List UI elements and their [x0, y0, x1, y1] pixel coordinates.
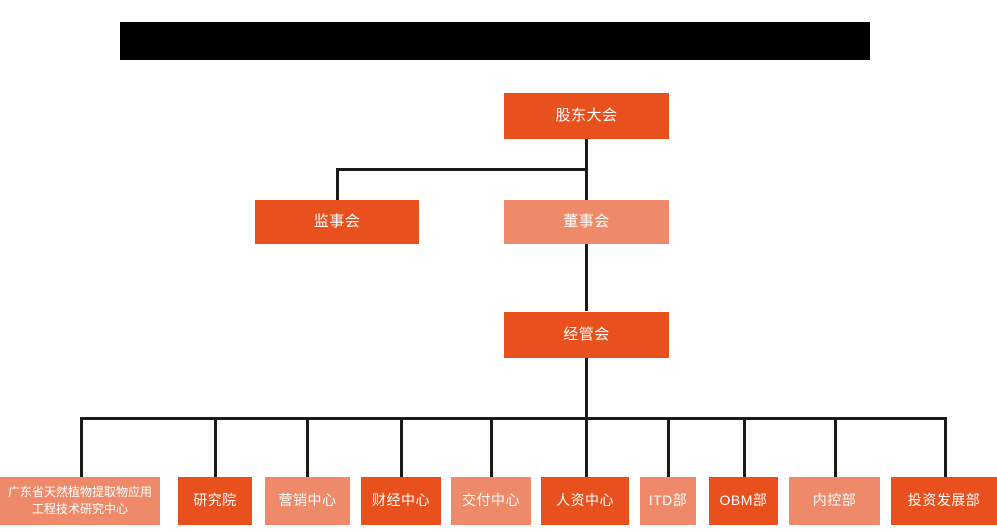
node-dept-itd[interactable]: ITD部: [640, 477, 696, 525]
node-label: 广东省天然植物提取物应用工程技术研究中心: [7, 484, 152, 516]
connector-drop-dept-7: [667, 417, 670, 477]
connector-drop-dept-10: [944, 417, 947, 477]
node-label: 监事会: [313, 213, 361, 231]
node-label: 研究院: [193, 492, 237, 509]
node-dept-marketing[interactable]: 营销中心: [265, 477, 350, 525]
connector-drop-dept-4: [400, 417, 403, 477]
connector-drop-dept-8: [743, 417, 746, 477]
node-shareholders-meeting[interactable]: 股东大会: [504, 93, 669, 139]
connector-drop-dept-5: [490, 417, 493, 477]
node-management-committee[interactable]: 经管会: [504, 312, 669, 358]
node-board-of-supervisors[interactable]: 监事会: [255, 200, 419, 244]
node-label: 投资发展部: [907, 492, 981, 509]
node-label: 内控部: [812, 492, 857, 509]
connector-drop-dept-6: [585, 417, 588, 477]
connector-drop-directors: [585, 168, 588, 200]
node-dept-hr[interactable]: 人资中心: [541, 477, 629, 525]
redacted-title-bar: [120, 22, 870, 60]
connector-level2-bus: [336, 168, 588, 171]
node-dept-delivery[interactable]: 交付中心: [451, 477, 531, 525]
node-label: 交付中心: [462, 492, 520, 509]
node-label: 人资中心: [556, 492, 614, 509]
node-dept-research-institute[interactable]: 研究院: [178, 477, 252, 525]
node-dept-investment[interactable]: 投资发展部: [891, 477, 997, 525]
node-dept-finance[interactable]: 财经中心: [361, 477, 441, 525]
node-label: OBM部: [719, 492, 768, 509]
node-board-of-directors[interactable]: 董事会: [504, 200, 669, 244]
node-label: 营销中心: [278, 492, 337, 509]
connector-management-stem: [585, 358, 588, 420]
connector-department-bus: [80, 417, 945, 420]
node-label: 董事会: [563, 213, 610, 231]
node-label: 经管会: [563, 326, 610, 344]
connector-shareholders-stem: [585, 139, 588, 170]
node-label: 股东大会: [555, 107, 618, 125]
node-dept-internal-control[interactable]: 内控部: [789, 477, 880, 525]
connector-drop-supervisors: [336, 168, 339, 200]
connector-directors-to-management: [585, 243, 588, 311]
node-label: ITD部: [648, 492, 688, 509]
connector-drop-dept-1: [80, 417, 83, 477]
connector-drop-dept-3: [306, 417, 309, 477]
connector-drop-dept-2: [214, 417, 217, 477]
connector-drop-dept-9: [834, 417, 837, 477]
node-dept-obm[interactable]: OBM部: [709, 477, 778, 525]
node-dept-research-center[interactable]: 广东省天然植物提取物应用工程技术研究中心: [0, 477, 160, 525]
node-label: 财经中心: [372, 492, 430, 509]
